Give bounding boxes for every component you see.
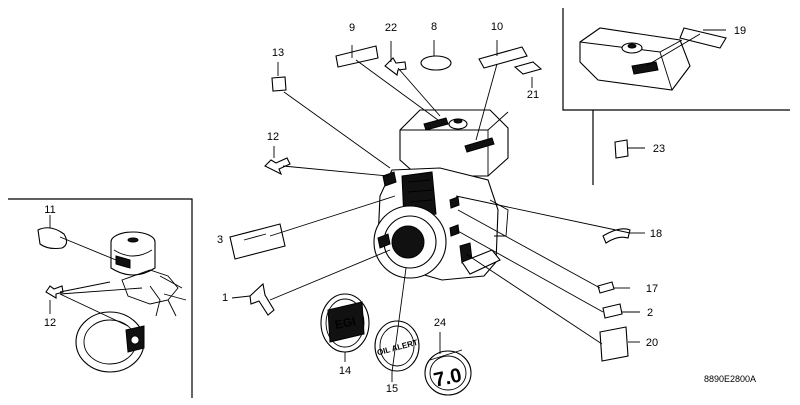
emblem-24-horsepower: 7.0 xyxy=(424,349,472,396)
callout-10: 10 xyxy=(491,21,503,33)
label-1-arrow-part xyxy=(249,282,275,316)
label-22-arrow-part xyxy=(384,57,407,76)
label-2-part xyxy=(602,303,623,319)
callout-11: 11 xyxy=(44,204,55,216)
callout-24: 24 xyxy=(434,317,446,329)
callout-21: 21 xyxy=(527,89,539,101)
fuel-tank-inset xyxy=(579,27,727,91)
air-cleaner-inset xyxy=(37,227,187,373)
callout-12-upper: 12 xyxy=(267,131,279,143)
callout-19: 19 xyxy=(734,25,746,37)
callout-23: 23 xyxy=(653,143,665,155)
callout-20: 20 xyxy=(646,337,658,349)
emblem-14-egi: EGI xyxy=(320,293,370,353)
label-23-part xyxy=(614,139,629,159)
engine-assembly xyxy=(373,109,509,281)
callout-15: 15 xyxy=(386,383,398,395)
label-3-part xyxy=(229,223,286,260)
callout-17: 17 xyxy=(646,283,658,295)
inset-frame-right xyxy=(562,8,790,185)
label-17-part xyxy=(597,281,615,294)
label-8-part xyxy=(420,55,452,71)
inset-frame-left xyxy=(8,198,193,398)
leader-lines xyxy=(49,29,726,382)
callout-13: 13 xyxy=(272,47,284,59)
label-20-part xyxy=(599,326,629,362)
label-13-part xyxy=(271,76,287,92)
callout-numbers: 9 22 8 10 21 13 12 3 1 18 17 2 20 23 19 … xyxy=(44,21,746,395)
emblem-egi-text: EGI xyxy=(334,314,357,332)
callout-9: 9 xyxy=(349,22,355,34)
callout-2: 2 xyxy=(647,307,653,319)
callout-12-lower: 12 xyxy=(44,317,56,329)
callout-14: 14 xyxy=(339,365,351,377)
callout-8: 8 xyxy=(431,21,437,33)
label-9-part xyxy=(335,45,379,68)
drawing-code: 8890E2800A xyxy=(704,374,756,384)
label-12-arrow-part xyxy=(264,157,291,176)
callout-1: 1 xyxy=(222,292,228,304)
label-21-part xyxy=(513,61,543,75)
callout-22: 22 xyxy=(385,22,397,34)
label-18-part xyxy=(602,228,631,244)
callout-3: 3 xyxy=(217,234,223,246)
callout-18: 18 xyxy=(650,228,662,240)
label-10-part xyxy=(478,46,528,69)
emblem-15-oil-alert: OIL ALERT xyxy=(374,320,420,372)
